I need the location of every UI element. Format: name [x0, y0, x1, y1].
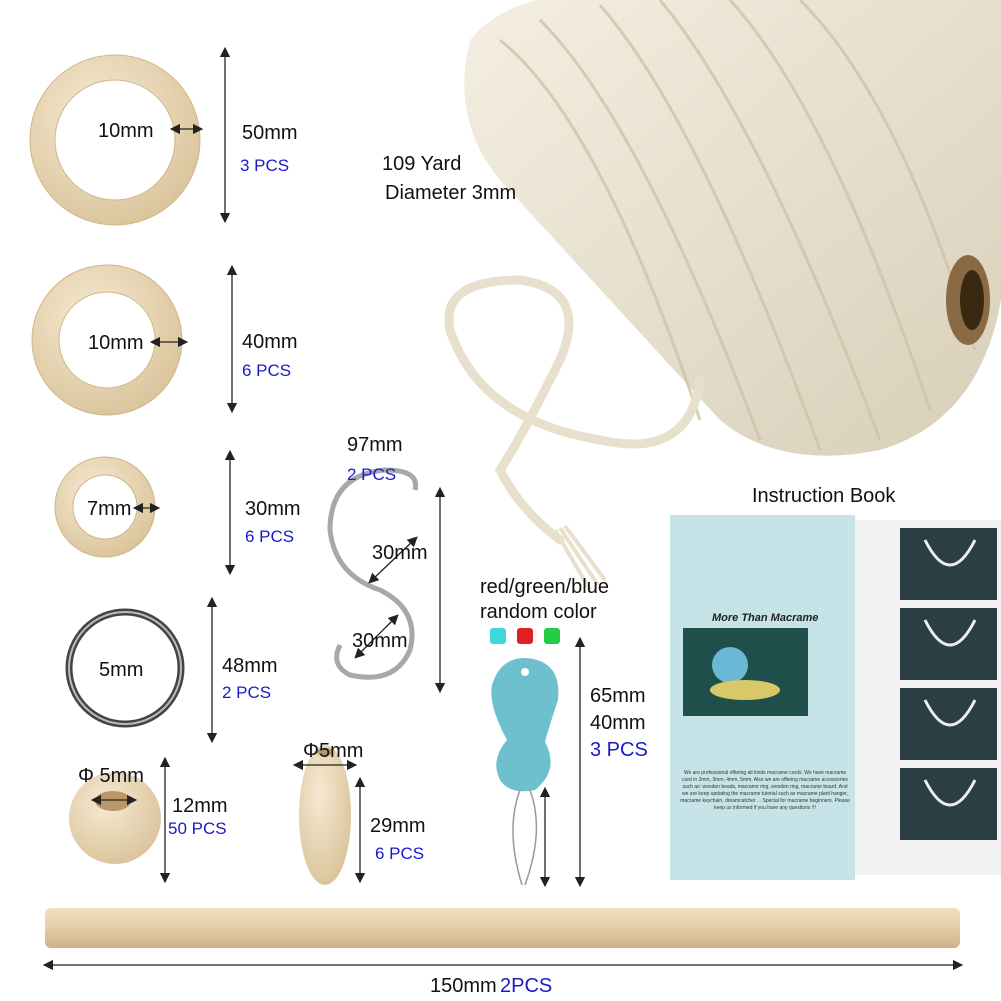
ring1-thickness: 10mm [98, 120, 154, 142]
s-hook-top: 30mm [372, 542, 428, 564]
cord-spool [464, 0, 1001, 456]
needle-colors-line1: red/green/blue [480, 576, 609, 598]
book-title: More Than Macrame [712, 612, 819, 624]
wooden-dowel [45, 908, 960, 948]
threader-needle [491, 658, 559, 886]
ring2-thickness: 10mm [88, 332, 144, 354]
ring3-qty: 6 PCS [245, 527, 295, 546]
loose-cord [444, 275, 705, 545]
oval-bead-size: 29mm [370, 815, 426, 837]
s-hook-bottom: 30mm [352, 630, 408, 652]
round-bead-hole: Φ 5mm [78, 765, 144, 787]
ring2-size: 40mm [242, 331, 298, 353]
color-swatch [517, 628, 533, 644]
color-swatches [490, 628, 560, 644]
ring4-size: 48mm [222, 655, 278, 677]
cord-tassel [553, 524, 607, 592]
oval-bead-hole: Φ5mm [303, 740, 364, 762]
s-hook [327, 467, 419, 680]
ring2-qty: 6 PCS [242, 361, 292, 380]
color-swatch [544, 628, 560, 644]
book-label: Instruction Book [752, 485, 896, 507]
round-bead-size: 12mm [172, 795, 228, 817]
cord-length: 109 Yard [382, 153, 462, 175]
needle-length2: 40mm [590, 712, 646, 734]
color-swatch [490, 628, 506, 644]
needle-qty: 3 PCS [590, 739, 648, 761]
cord-diameter: Diameter 3mm [385, 182, 517, 204]
book-body: We are professional offering all kinds m… [680, 770, 850, 811]
oval-bead-qty: 6 PCS [375, 844, 425, 863]
needle-colors-line2: random color [480, 601, 597, 623]
ring3-thickness: 7mm [87, 498, 132, 520]
ring4-thickness: 5mm [99, 659, 144, 681]
oval-wood-bead [299, 745, 351, 885]
dimension-arrows [42, 46, 964, 971]
dowel-length: 150mm [430, 975, 497, 997]
ring4-qty: 2 PCS [222, 683, 272, 702]
s-hook-length: 97mm [347, 434, 403, 456]
ring1-size: 50mm [242, 122, 298, 144]
needle-length1: 65mm [590, 685, 646, 707]
s-hook-qty: 2 PCS [347, 465, 397, 484]
ring1-qty: 3 PCS [240, 156, 290, 175]
round-bead-qty: 50 PCS [168, 819, 227, 838]
ring3-size: 30mm [245, 498, 301, 520]
dowel-qty: 2PCS [500, 975, 553, 997]
wooden-ring-50mm [29, 54, 201, 226]
